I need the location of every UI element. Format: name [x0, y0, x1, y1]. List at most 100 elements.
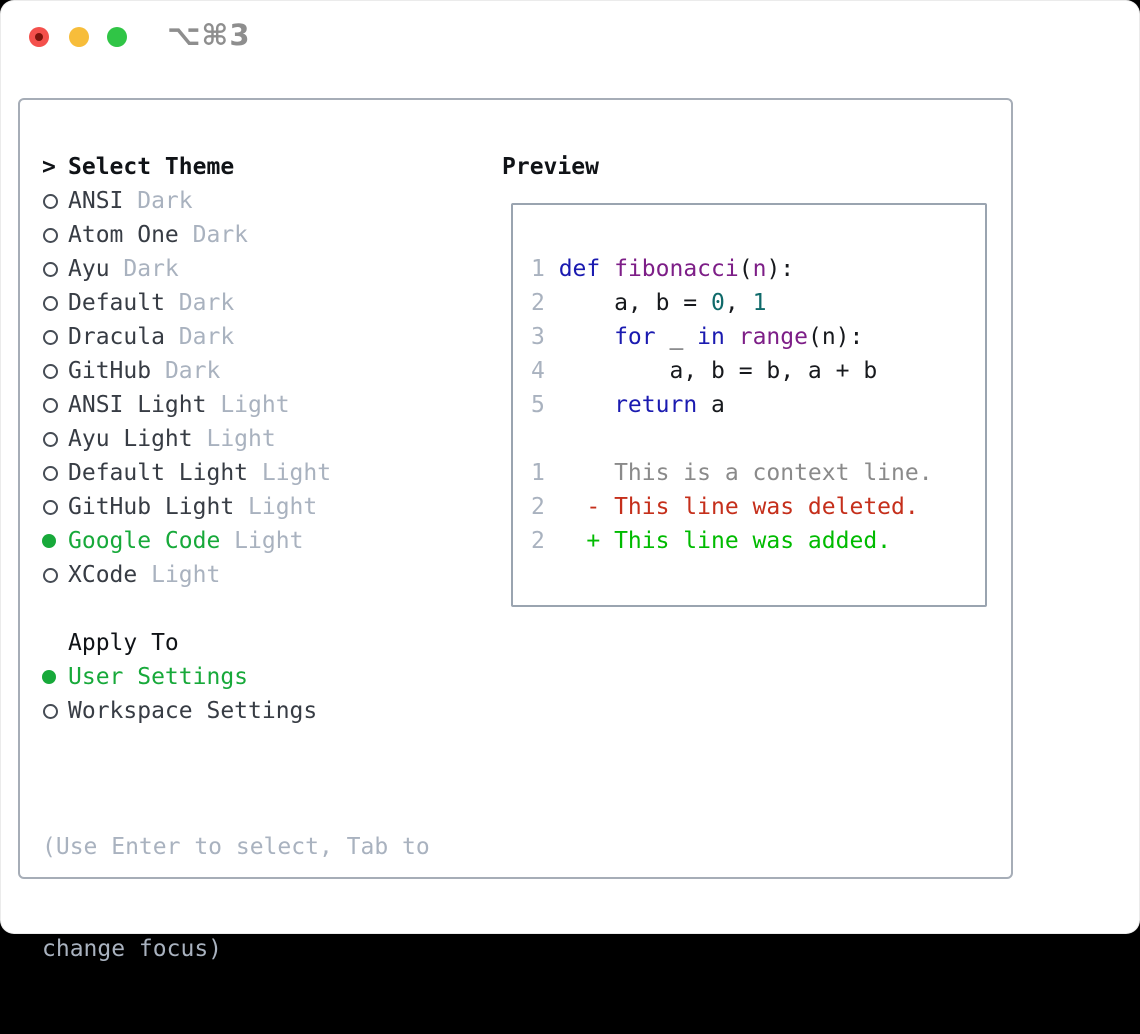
radio-icon	[43, 193, 58, 209]
theme-option-google-code[interactable]: Google Code Light	[42, 524, 482, 558]
line-number: 1	[531, 460, 545, 486]
diff-line: 2 - This line was deleted.	[531, 490, 985, 524]
apply-option-label: User Settings	[68, 664, 249, 690]
minimize-button[interactable]	[69, 27, 89, 47]
code-token-plain	[559, 324, 614, 350]
line-number: 2	[531, 528, 545, 554]
code-line: 5 return a	[531, 388, 985, 422]
theme-variant: Dark	[151, 358, 221, 384]
code-token-title: range	[738, 324, 808, 350]
theme-option-ansi-light[interactable]: ANSI Light Light	[42, 388, 482, 422]
theme-variant: Light	[206, 392, 290, 418]
theme-name: ANSI Light	[68, 392, 207, 418]
spacer	[42, 592, 482, 626]
radio-icon	[43, 329, 58, 345]
radio-icon	[43, 703, 58, 719]
theme-option-default-light[interactable]: Default Light Light	[42, 456, 482, 490]
code-token-title: n	[752, 256, 767, 282]
theme-variant: Light	[220, 528, 304, 554]
code-token-context: This is a context line.	[558, 460, 933, 486]
theme-variant: Dark	[109, 256, 179, 282]
line-number: 5	[531, 392, 545, 418]
theme-option-atom-one[interactable]: Atom One Dark	[42, 218, 482, 252]
theme-option-github[interactable]: GitHub Dark	[42, 354, 482, 388]
select-theme-title: Select Theme	[68, 154, 235, 180]
code-token-plain	[559, 392, 614, 418]
line-number: 3	[531, 324, 545, 350]
theme-variant: Dark	[164, 324, 235, 350]
theme-name: GitHub	[68, 358, 152, 384]
code-token-plain: a, b =	[558, 290, 712, 316]
code-token-plain: ,	[724, 290, 753, 316]
line-number: 1	[531, 256, 545, 282]
theme-option-ansi[interactable]: ANSI Dark	[42, 184, 482, 218]
theme-option-dracula[interactable]: Dracula Dark	[42, 320, 482, 354]
theme-variant: Dark	[164, 290, 235, 316]
theme-option-xcode[interactable]: XCode Light	[42, 558, 482, 592]
theme-option-default[interactable]: Default Dark	[42, 286, 482, 320]
radio-icon	[43, 499, 58, 515]
apply-to-header: Apply To	[42, 626, 482, 660]
theme-name: Default Light	[68, 460, 249, 486]
help-text-line2: change focus)	[42, 936, 223, 962]
apply-to-title: Apply To	[68, 630, 179, 656]
apply-option-label: Workspace Settings	[68, 698, 318, 724]
code-token-plain	[725, 324, 739, 350]
code-token-added: + This line was added.	[558, 528, 892, 554]
code-token-keyword: return	[614, 392, 698, 418]
preview-title: Preview	[502, 154, 599, 180]
radio-icon	[43, 295, 58, 311]
code-token-plain: a	[697, 392, 725, 418]
theme-variant: Light	[248, 460, 332, 486]
diff-line: 1 This is a context line.	[531, 456, 985, 490]
code-line: 4 a, b = b, a + b	[531, 354, 985, 388]
code-token-keyword: in	[697, 324, 725, 350]
radio-icon	[43, 261, 58, 277]
diff-sample: 1 This is a context line.2 - This line w…	[531, 456, 985, 558]
theme-option-ayu[interactable]: Ayu Dark	[42, 252, 482, 286]
apply-option-workspace-settings[interactable]: Workspace Settings	[42, 694, 482, 728]
code-token-plain	[600, 256, 614, 282]
code-token-number: 1	[752, 290, 767, 316]
theme-name: Atom One	[68, 222, 179, 248]
code-token-keyword: def	[558, 256, 601, 282]
zoom-button[interactable]	[107, 27, 127, 47]
radio-icon	[43, 227, 58, 243]
radio-icon	[43, 397, 58, 413]
line-number: 2	[531, 290, 545, 316]
code-token-number: 0	[711, 290, 725, 316]
theme-variant: Light	[192, 426, 276, 452]
code-token-keyword: for	[614, 324, 656, 350]
code-token-plain: (	[738, 256, 753, 282]
help-text: (Use Enter to select, Tab to change focu…	[42, 762, 482, 1034]
radio-icon	[43, 431, 58, 447]
window-title: ⌥⌘3	[167, 18, 251, 52]
theme-option-github-light[interactable]: GitHub Light Light	[42, 490, 482, 524]
diff-line: 2 + This line was added.	[531, 524, 985, 558]
code-token-plain: _	[655, 324, 698, 350]
theme-name: Google Code	[68, 528, 221, 554]
code-token-plain: (n):	[807, 324, 864, 350]
spacer	[531, 422, 985, 456]
titlebar: ⌥⌘3	[0, 0, 1140, 75]
apply-option-user-settings[interactable]: User Settings	[42, 660, 482, 694]
theme-variant: Dark	[178, 222, 249, 248]
radio-icon	[43, 465, 58, 481]
code-line: 2 a, b = 0, 1	[531, 286, 985, 320]
theme-name: Dracula	[68, 324, 165, 350]
theme-option-ayu-light[interactable]: Ayu Light Light	[42, 422, 482, 456]
radio-icon	[43, 363, 58, 379]
theme-variant: Light	[137, 562, 221, 588]
close-button[interactable]	[29, 27, 49, 47]
line-number: 2	[531, 494, 545, 520]
theme-name: Ayu	[68, 256, 110, 282]
select-theme-header: > Select Theme	[42, 150, 482, 184]
code-token-plain: a, b = b, a + b	[558, 358, 878, 384]
theme-name: Default	[68, 290, 165, 316]
theme-name: ANSI	[68, 188, 124, 214]
